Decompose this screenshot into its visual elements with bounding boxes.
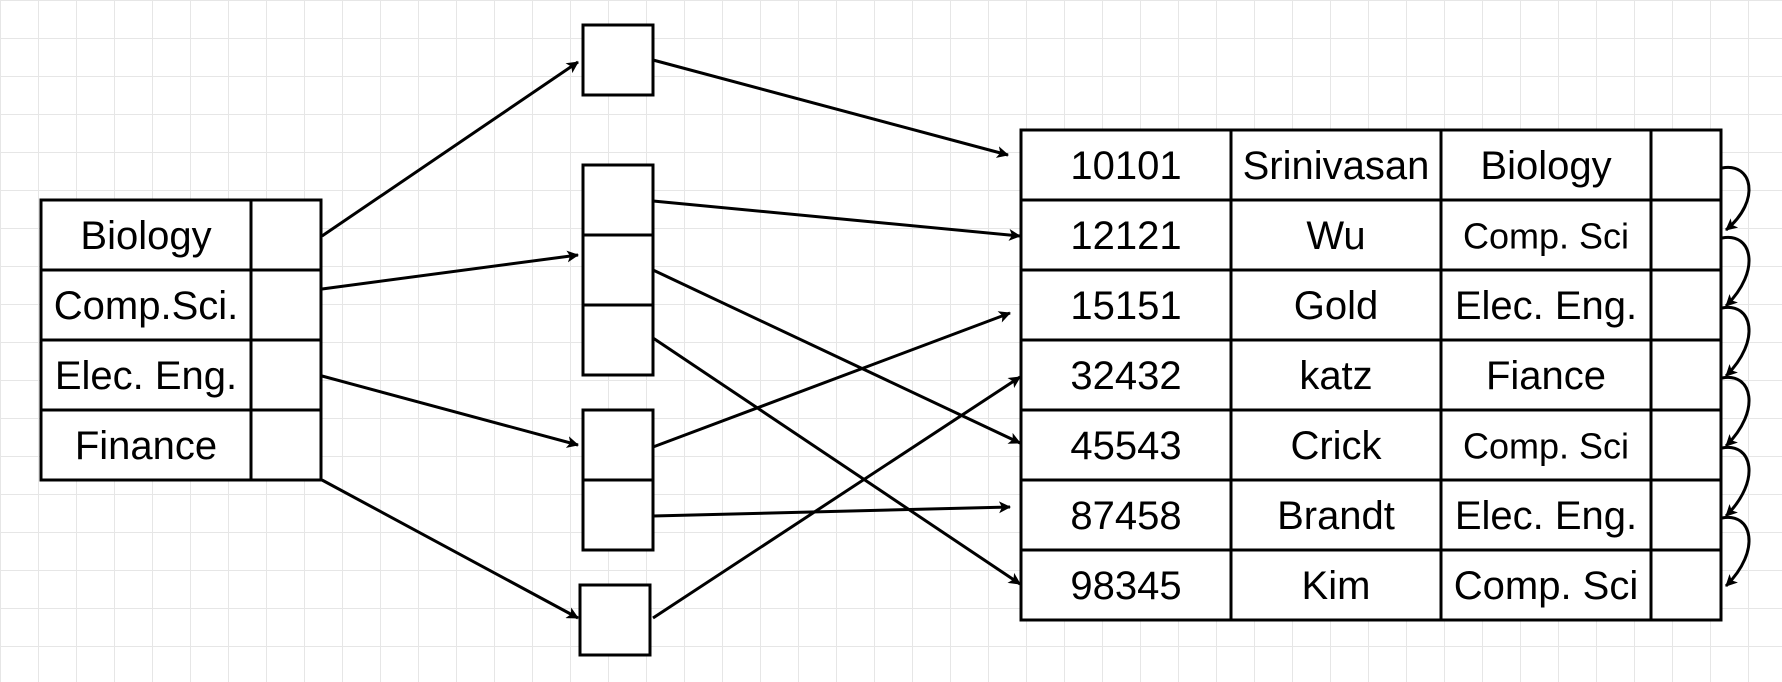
id-cell: [1019, 198, 1233, 272]
dept-cell: [1439, 478, 1653, 552]
instructor-row: 10101 Srinivasan Biology: [1019, 128, 1723, 202]
instructor-id: 10101: [1070, 144, 1181, 188]
department-name: Finance: [75, 424, 217, 468]
instructor-dept: Elec. Eng.: [1455, 494, 1637, 538]
instructor-dept: Biology: [1480, 144, 1611, 188]
instructor-id: 45543: [1070, 424, 1181, 468]
name-cell: [1229, 198, 1443, 272]
instructor-name: Srinivasan: [1243, 144, 1430, 188]
instructor-row: 98345 Kim Comp. Sci: [1019, 548, 1723, 622]
bucket-slot: [581, 303, 655, 377]
department-index-table: Biology Comp.Sci. Elec. Eng. Finance: [39, 198, 323, 482]
bucket-slot: [581, 163, 655, 237]
bucket-column: [578, 23, 655, 657]
chain-arrow-3: [1721, 305, 1751, 378]
arrow-bucket-to-10101: [652, 58, 1009, 158]
instructor-id: 32432: [1070, 354, 1181, 398]
department-name: Biology: [80, 214, 211, 258]
arrows: [321, 58, 1751, 620]
instructor-name: Gold: [1294, 284, 1379, 328]
bucket-slot: [581, 408, 655, 482]
arrow-compsci-to-bucket: [321, 250, 579, 291]
bucket-slot: [581, 478, 655, 552]
dept-cell: [1439, 548, 1653, 622]
instructor-id: 15151: [1070, 284, 1181, 328]
bucket-slot: [578, 583, 652, 657]
instructor-name: katz: [1299, 354, 1372, 398]
arrow-biology-to-bucket: [321, 60, 579, 238]
next-pointer-cell: [1649, 338, 1723, 412]
id-cell: [1019, 268, 1233, 342]
bucket-group-compsci: [581, 163, 655, 377]
department-pointer-cell: [249, 198, 323, 272]
arrow-bucket-to-12121: [652, 199, 1021, 241]
arrow-finance-to-bucket: [321, 478, 579, 620]
department-index-row: Comp.Sci.: [39, 268, 323, 342]
dept-cell: [1439, 338, 1653, 412]
instructor-id: 12121: [1070, 214, 1181, 258]
dept-cell: [1439, 128, 1653, 202]
instructor-name: Crick: [1290, 424, 1382, 468]
department-pointer-cell: [249, 268, 323, 342]
chain-arrow-1: [1721, 165, 1751, 232]
instructor-table: 10101 Srinivasan Biology 12121 Wu Comp. …: [1019, 128, 1723, 622]
next-pointer-cell: [1649, 198, 1723, 272]
department-name-cell: [39, 338, 253, 412]
id-cell: [1019, 548, 1233, 622]
name-cell: [1229, 548, 1443, 622]
department-name-cell: [39, 198, 253, 272]
arrow-eleceng-to-bucket: [321, 374, 579, 448]
bucket-group-finance: [578, 583, 652, 657]
dept-cell: [1439, 408, 1653, 482]
instructor-row: 12121 Wu Comp. Sci: [1019, 198, 1723, 272]
instructor-dept: Comp. Sci: [1463, 426, 1629, 467]
department-pointer-cell: [249, 408, 323, 482]
department-index-row: Finance: [39, 408, 323, 482]
department-name: Comp.Sci.: [54, 284, 239, 328]
bucket-slot: [581, 233, 655, 307]
next-pointer-cell: [1649, 408, 1723, 482]
instructor-name: Brandt: [1277, 494, 1395, 538]
department-index-row: Biology: [39, 198, 323, 272]
department-index-row: Elec. Eng.: [39, 338, 323, 412]
instructor-row: 32432 katz Fiance: [1019, 338, 1723, 412]
arrow-bucket-to-45543: [652, 268, 1021, 445]
name-cell: [1229, 478, 1443, 552]
instructor-id: 87458: [1070, 494, 1181, 538]
next-pointer-cell: [1649, 268, 1723, 342]
chain-arrow-6: [1721, 515, 1751, 588]
bucket-group-biology: [581, 23, 655, 97]
chain-arrow-4: [1721, 375, 1751, 448]
instructor-dept: Comp. Sci: [1454, 564, 1639, 608]
instructor-id: 98345: [1070, 564, 1181, 608]
arrow-bucket-to-98345: [652, 336, 1021, 586]
bucket-group-eleceng: [581, 408, 655, 552]
instructor-dept: Elec. Eng.: [1455, 284, 1637, 328]
arrow-bucket-to-87458: [652, 501, 1011, 518]
instructor-dept: Comp. Sci: [1463, 216, 1629, 257]
next-pointer-cell: [1649, 548, 1723, 622]
chain-arrow-5: [1721, 445, 1751, 518]
chain-arrow-2: [1721, 235, 1751, 308]
instructor-row: 87458 Brandt Elec. Eng.: [1019, 478, 1723, 552]
instructor-dept: Fiance: [1486, 354, 1606, 398]
department-name: Elec. Eng.: [55, 354, 237, 398]
instructor-name: Wu: [1306, 214, 1365, 258]
arrow-bucket-to-15151: [652, 311, 1011, 449]
arrow-bucket-to-32432: [652, 375, 1021, 620]
department-pointer-cell: [249, 338, 323, 412]
instructor-row: 15151 Gold Elec. Eng.: [1019, 268, 1723, 342]
name-cell: [1229, 338, 1443, 412]
instructor-name: Kim: [1302, 564, 1371, 608]
instructor-row: 45543 Crick Comp. Sci: [1019, 408, 1723, 482]
bucket-slot: [581, 23, 655, 97]
next-pointer-cell: [1649, 478, 1723, 552]
next-pointer-cell: [1649, 128, 1723, 202]
